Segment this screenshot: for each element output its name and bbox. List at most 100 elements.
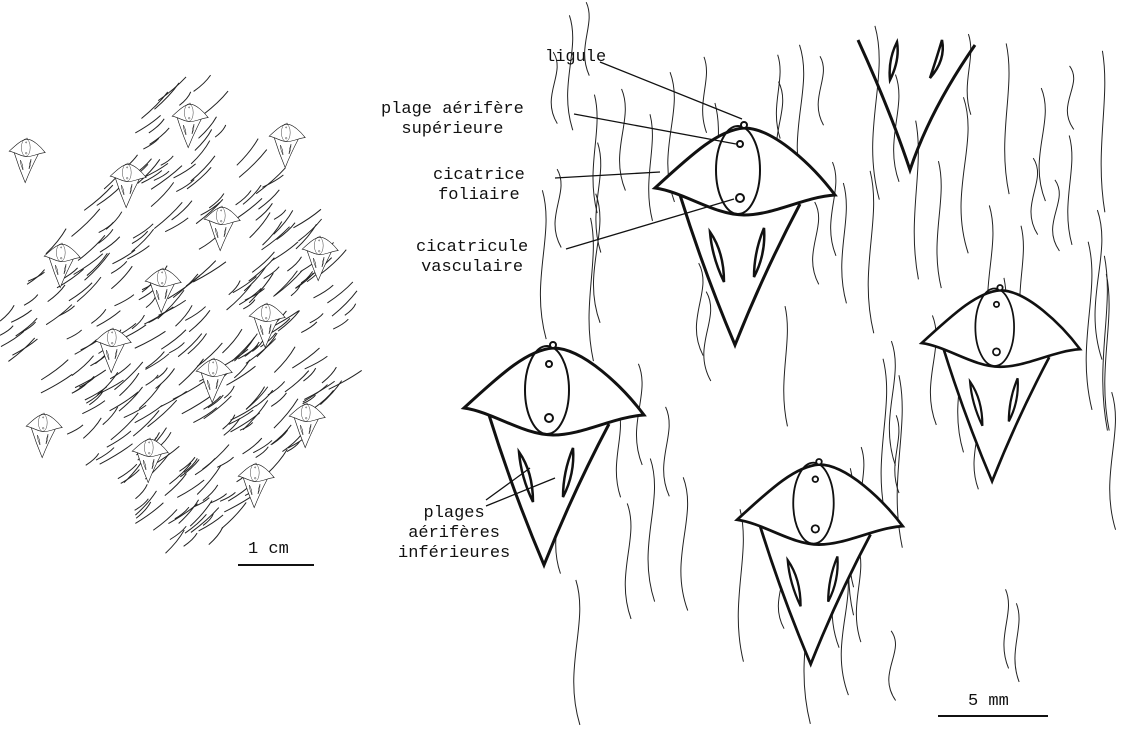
- hatch-stroke: [134, 498, 149, 511]
- small-cushion: [25, 412, 63, 458]
- hatch-stroke: [178, 499, 200, 524]
- hatch-stroke: [110, 261, 128, 274]
- hatch-stroke: [135, 484, 148, 500]
- hatch-stroke: [320, 380, 343, 405]
- hatch-stroke: [15, 317, 38, 337]
- texture-line: [588, 217, 594, 362]
- hatch-stroke: [261, 226, 290, 251]
- hatch-stroke: [91, 309, 107, 324]
- hatch-stroke: [157, 76, 187, 102]
- small-cushion: [94, 327, 132, 373]
- hatch-stroke: [239, 422, 254, 431]
- hatch-stroke: [190, 507, 220, 533]
- hatch-stroke: [219, 492, 236, 502]
- texture-line: [888, 630, 897, 701]
- label-line: aérifères: [408, 524, 501, 543]
- texture-line: [695, 262, 704, 356]
- texture-line: [1030, 157, 1039, 235]
- hatch-stroke: [102, 406, 119, 426]
- hatch-stroke: [286, 441, 300, 452]
- hatch-stroke: [132, 410, 160, 437]
- hatch-stroke: [226, 365, 256, 386]
- hatch-stroke: [109, 363, 132, 380]
- hatch-stroke: [85, 453, 100, 466]
- hatch-stroke: [149, 127, 170, 145]
- hatch-stroke: [244, 288, 265, 301]
- hatch-stroke: [134, 404, 163, 424]
- label-line: foliaire: [438, 186, 520, 205]
- hatch-stroke: [179, 91, 192, 106]
- hatch-stroke: [228, 280, 241, 296]
- hatch-stroke: [302, 394, 316, 405]
- hatch-stroke: [255, 167, 286, 195]
- texture-line: [1104, 273, 1110, 431]
- texture-line: [893, 74, 900, 183]
- hatch-stroke: [196, 464, 222, 495]
- hatch-stroke: [131, 314, 145, 330]
- hatch-stroke: [321, 366, 337, 384]
- hatch-stroke: [303, 367, 317, 382]
- hatch-stroke: [154, 82, 180, 110]
- hatch-stroke: [179, 456, 196, 472]
- cushion-right: [920, 283, 1082, 483]
- hatch-stroke: [207, 394, 224, 409]
- hatch-stroke: [127, 245, 150, 260]
- texture-line: [830, 161, 837, 257]
- hatch-stroke: [153, 170, 170, 181]
- small-cushion: [8, 137, 46, 183]
- hatch-stroke: [190, 155, 216, 182]
- hatch-stroke: [230, 412, 261, 433]
- hatch-stroke: [145, 351, 165, 369]
- label-line: inférieures: [398, 544, 511, 563]
- hatch-stroke: [0, 305, 15, 322]
- hatch-stroke: [262, 221, 283, 246]
- texture-line: [880, 358, 888, 523]
- texture-line: [841, 182, 847, 304]
- hatch-stroke: [217, 456, 234, 468]
- texture-line: [737, 509, 744, 662]
- hatch-stroke: [256, 332, 278, 358]
- hatch-stroke: [193, 74, 211, 92]
- hatch-stroke: [248, 272, 274, 304]
- hatch-stroke: [160, 390, 188, 408]
- hatch-stroke: [105, 211, 123, 230]
- hatch-stroke: [77, 235, 106, 261]
- hatch-stroke: [186, 166, 212, 190]
- hatch-stroke: [145, 374, 159, 386]
- hatch-stroke: [328, 370, 362, 390]
- hatch-stroke: [249, 212, 271, 239]
- hatch-stroke: [98, 229, 114, 244]
- hatch-stroke: [202, 513, 214, 526]
- hatch-stroke: [271, 241, 299, 262]
- hatch-stroke: [131, 230, 149, 245]
- hatch-stroke: [284, 370, 310, 393]
- hatch-stroke: [148, 118, 165, 134]
- hatch-stroke: [174, 506, 190, 520]
- small-cushion: [171, 102, 209, 148]
- hatch-stroke: [131, 228, 155, 253]
- hatch-stroke: [242, 437, 263, 455]
- hatch-stroke: [293, 208, 322, 229]
- texture-line: [619, 88, 626, 191]
- hatch-stroke: [273, 270, 298, 297]
- hatch-stroke: [183, 532, 198, 547]
- label-line: plage aérifère: [381, 100, 524, 119]
- hatch-stroke: [117, 463, 138, 480]
- hatch-stroke: [332, 318, 349, 330]
- hatch-stroke: [228, 409, 254, 425]
- hatch-stroke: [110, 412, 139, 441]
- hatch-stroke: [84, 386, 108, 401]
- small-cushion: [268, 122, 306, 168]
- texture-line: [783, 305, 788, 427]
- hatch-stroke: [273, 209, 287, 220]
- hatch-stroke: [203, 395, 222, 410]
- hatch-stroke: [109, 391, 139, 412]
- texture-line: [1003, 589, 1010, 669]
- hatch-stroke: [169, 525, 187, 541]
- hatch-stroke: [157, 289, 185, 320]
- hatch-stroke: [147, 399, 178, 428]
- texture-line: [1094, 209, 1103, 360]
- hatch-stroke: [222, 328, 243, 354]
- cushion-bottom: [735, 457, 905, 666]
